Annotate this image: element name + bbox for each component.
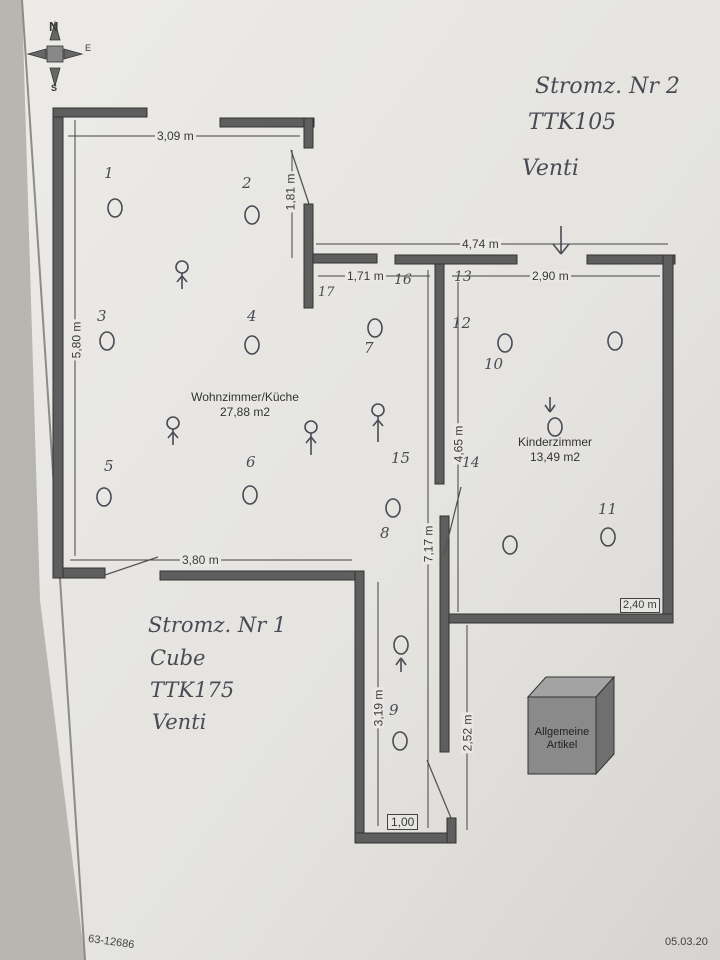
note-top-right-line2: TTK105 (528, 110, 617, 135)
compass-east-label: E (85, 43, 92, 53)
note-top-right-line3: Venti (522, 156, 579, 181)
note-bottom-left-line4: Venti (152, 710, 207, 734)
mark-6: 6 (246, 453, 256, 471)
dim-short-vert: 1,81 m (283, 171, 298, 213)
mark-13: 13 (454, 269, 472, 285)
mark-4: 4 (247, 307, 257, 325)
mark-7: 7 (364, 339, 374, 357)
article-box-label-line1: Allgemeine (534, 726, 590, 738)
mark-1: 1 (104, 164, 114, 182)
room-kinderzimmer: Kinderzimmer 13,49 m2 (500, 435, 610, 465)
dim-kinder-corner: 2,40 m (620, 598, 660, 613)
mark-2: 2 (242, 174, 252, 192)
mark-9: 9 (389, 701, 399, 719)
room-wohnzimmer-area: 27,88 m2 (219, 405, 271, 419)
mark-15: 15 (391, 449, 411, 467)
mark-14: 14 (462, 455, 480, 471)
dim-left-vert: 5,80 m (69, 319, 84, 361)
article-box-label: Allgemeine Artikel (524, 726, 600, 752)
dim-hall-top: 1,71 m (345, 269, 386, 283)
dim-kinder-top: 2,90 m (530, 269, 571, 283)
compass-rose-icon (26, 20, 84, 88)
article-box-label-line2: Artikel (546, 739, 578, 752)
dim-bottom-left: 3,80 m (180, 553, 221, 567)
footer-right-date: 05.03.20 (665, 936, 708, 948)
mark-12: 12 (452, 314, 472, 332)
mark-10: 10 (484, 355, 504, 373)
dim-top-left: 3,09 m (155, 129, 196, 143)
note-bottom-left-line1: Stromz. Nr 1 (148, 613, 287, 637)
dim-corridor-vert2: 2,52 m (460, 712, 475, 754)
mark-16: 16 (394, 272, 412, 288)
room-wohnzimmer: Wohnzimmer/Küche 27,88 m2 (170, 390, 320, 420)
mark-8: 8 (380, 524, 390, 542)
mark-11: 11 (598, 500, 618, 518)
compass-south-label: S (51, 83, 58, 93)
room-kinderzimmer-name: Kinderzimmer (517, 435, 592, 449)
dim-corridor-vert: 3,19 m (371, 687, 386, 729)
compass-north-label: N (49, 19, 59, 34)
handwritten-symbols (96, 198, 623, 751)
room-wohnzimmer-name: Wohnzimmer/Küche (191, 390, 299, 404)
note-bottom-left-line3: TTK175 (150, 678, 235, 702)
note-top-right-line1: Stromz. Nr 2 (535, 74, 680, 99)
article-box (526, 675, 616, 776)
mark-3: 3 (97, 307, 107, 325)
dim-top-right: 4,74 m (460, 237, 501, 251)
walls (52, 107, 676, 844)
dim-corridor-bottom: 1,00 (387, 814, 419, 830)
room-kinderzimmer-area: 13,49 m2 (529, 450, 581, 464)
note-bottom-left-line2: Cube (150, 646, 206, 670)
dim-hall-vert: 7,17 m (421, 523, 436, 565)
mark-5: 5 (104, 457, 114, 475)
mark-17: 17 (318, 285, 335, 300)
